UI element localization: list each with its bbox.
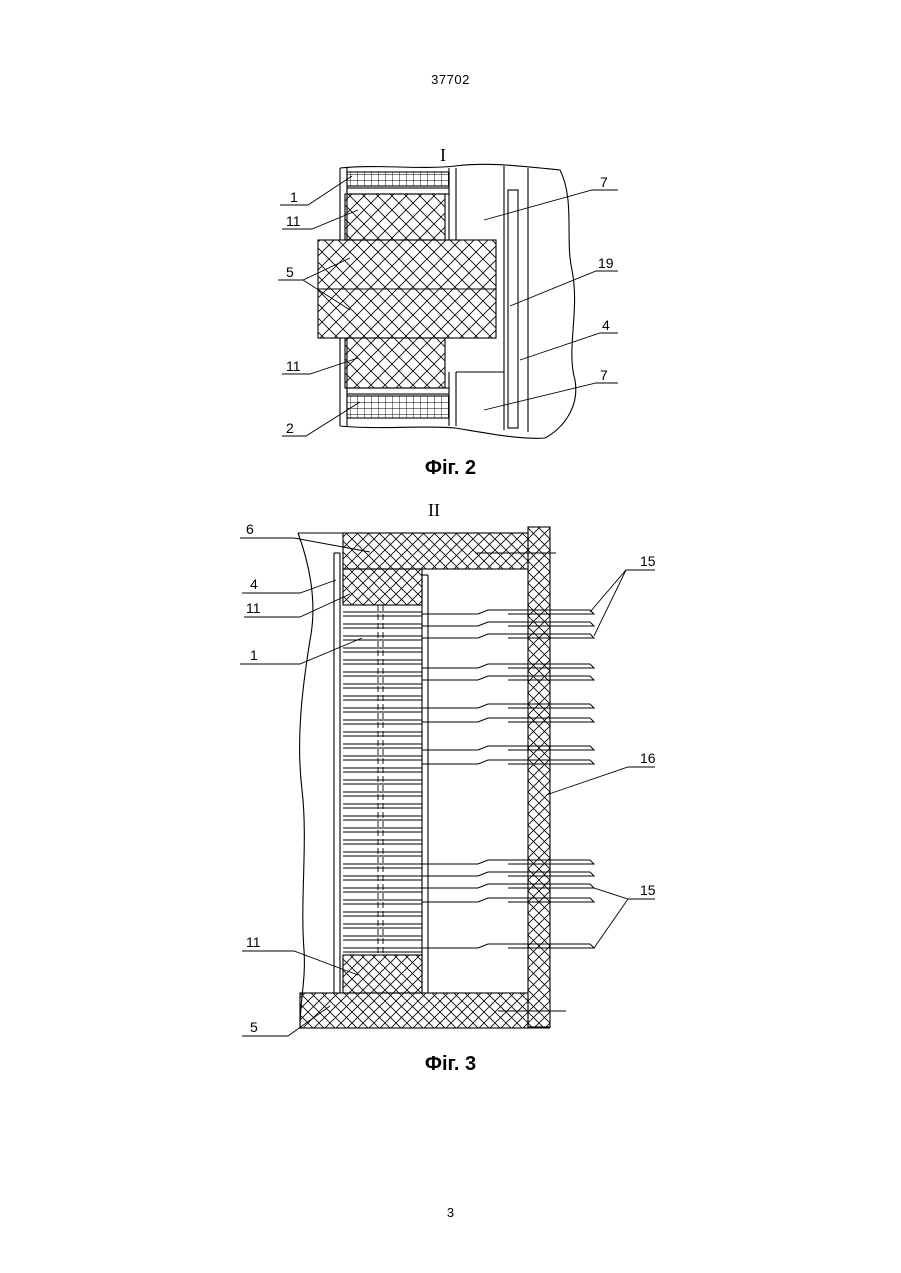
fig2-label-5: 5	[286, 264, 294, 280]
plate-stack	[343, 605, 422, 955]
fig2-label-1: 1	[290, 189, 298, 205]
page-number: 3	[0, 1205, 901, 1220]
fig2-label-7-bottom: 7	[600, 367, 608, 383]
figure-2-caption: Фіг. 2	[0, 457, 901, 480]
insulation-top-3	[343, 569, 422, 605]
fig3-label-15-top: 15	[640, 553, 656, 569]
figure-3-drawing	[298, 527, 550, 1028]
plate-19	[508, 190, 518, 428]
figure-3-caption: Фіг. 3	[0, 1053, 901, 1076]
fig2-label-2: 2	[286, 420, 294, 436]
top-frame	[343, 533, 528, 569]
insulation-top	[345, 194, 445, 240]
fig3-label-15-bottom: 15	[640, 882, 656, 898]
fig2-label-19: 19	[598, 255, 614, 271]
fig2-label-11-top: 11	[286, 213, 301, 229]
fig3-label-11-bottom: 11	[246, 934, 261, 950]
fig2-detail-mark: I	[440, 145, 446, 165]
fig3-detail-mark: II	[428, 500, 440, 520]
fig3-label-4: 4	[250, 576, 258, 592]
fig3-label-1: 1	[250, 647, 258, 663]
fig2-label-7-top: 7	[600, 174, 608, 190]
fig3-label-16: 16	[640, 750, 656, 766]
fig2-label-4: 4	[602, 317, 610, 333]
leads	[422, 610, 594, 948]
right-column	[528, 527, 550, 1027]
insulation-bottom	[345, 338, 445, 388]
fig2-label-11-bottom: 11	[286, 358, 301, 374]
winding-top	[347, 172, 449, 186]
fig3-label-11-top: 11	[246, 600, 261, 616]
fig3-label-5: 5	[250, 1019, 258, 1035]
fig3-label-6: 6	[246, 521, 254, 537]
winding-bottom	[347, 396, 449, 418]
bottom-base	[300, 993, 528, 1028]
